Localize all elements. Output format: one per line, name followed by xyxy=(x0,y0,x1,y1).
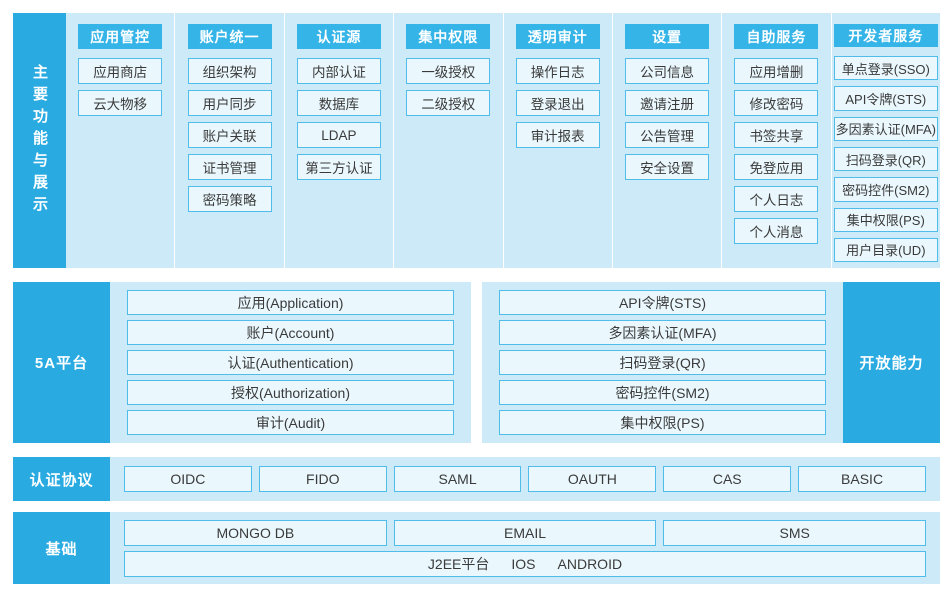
main-functions-section: 主要功能与展示 应用管控应用商店云大物移账户统一组织架构用户同步账户关联证书管理… xyxy=(13,13,940,268)
platform-5a-item-3[interactable]: 认证(Authentication) xyxy=(127,350,454,375)
platform-5a-side-label: 5A平台 xyxy=(13,282,110,443)
infrastructure-platforms-cell: J2EE平台 IOS ANDROID xyxy=(124,550,926,577)
protocol-side-label: 认证协议 xyxy=(13,457,110,501)
platform-open-item-5[interactable]: 集中权限(PS) xyxy=(499,410,826,435)
platform-section: 5A平台 应用(Application) 账户(Account) 认证(Authen… xyxy=(13,282,940,443)
function-item-3-2[interactable]: 数据库 xyxy=(296,90,381,116)
function-item-2-1[interactable]: 组织架构 xyxy=(187,58,272,84)
function-column-header-8[interactable]: 开发者服务 xyxy=(833,24,938,48)
function-column-3: 认证源内部认证数据库 LDAP 第三方认证 xyxy=(285,13,395,268)
function-column-8: 开发者服务单点登录(SSO) API令牌(STS) 多因素认证(MFA) 扫码登录(Q… xyxy=(832,13,940,268)
function-column-4: 集中权限一级授权二级授权 xyxy=(394,13,504,268)
infrastructure-side-label: 基础 xyxy=(13,512,110,584)
platform-5a-item-1[interactable]: 应用(Application) xyxy=(127,290,454,315)
function-item-4-1[interactable]: 一级授权 xyxy=(406,58,491,84)
function-item-6-1[interactable]: 公司信息 xyxy=(625,58,710,84)
function-item-8-2[interactable]: API令牌(STS) xyxy=(833,86,938,111)
function-item-3-1[interactable]: 内部认证 xyxy=(296,58,381,84)
function-item-8-3[interactable]: 多因素认证(MFA) xyxy=(833,116,938,141)
infrastructure-item-2[interactable]: EMAIL xyxy=(393,519,657,546)
infrastructure-platform-1[interactable]: J2EE平台 xyxy=(427,555,490,572)
infrastructure-bottom-items: J2EE平台 IOS ANDROID xyxy=(124,550,926,577)
function-item-8-4[interactable]: 扫码登录(QR) xyxy=(833,146,938,172)
function-item-7-6[interactable]: 个人消息 xyxy=(734,218,819,244)
function-item-6-3[interactable]: 公告管理 xyxy=(625,122,710,148)
infrastructure-platform-2[interactable]: IOS xyxy=(511,555,536,572)
function-column-5: 透明审计操作日志登录退出审计报表 xyxy=(504,13,613,268)
platform-open-item-4[interactable]: 密码控件(SM2) xyxy=(499,380,826,405)
platform-5a-items: 应用(Application) 账户(Account) 认证(Authenticat… xyxy=(110,282,471,443)
function-item-6-4[interactable]: 安全设置 xyxy=(625,154,710,180)
platform-5a-item-5[interactable]: 审计(Audit) xyxy=(127,410,454,435)
function-item-1-1[interactable]: 应用商店 xyxy=(78,58,163,84)
function-item-7-3[interactable]: 书签共享 xyxy=(734,122,819,148)
main-functions-columns: 应用管控应用商店云大物移账户统一组织架构用户同步账户关联证书管理密码策略认证源内… xyxy=(66,13,940,268)
function-column-1: 应用管控应用商店云大物移 xyxy=(66,13,176,268)
platform-open-items: API令牌(STS) 多因素认证(MFA) 扫码登录(QR) 密码控件(SM2) 集中权… xyxy=(482,282,843,443)
function-column-header-6[interactable]: 设置 xyxy=(625,24,710,49)
protocol-item-3[interactable]: SAML xyxy=(393,466,522,492)
platform-5a-panel: 5A平台 应用(Application) 账户(Account) 认证(Authen… xyxy=(13,282,471,443)
function-item-8-5[interactable]: 密码控件(SM2) xyxy=(833,177,938,202)
protocol-item-2[interactable]: FIDO xyxy=(258,466,387,492)
platform-open-item-2[interactable]: 多因素认证(MFA) xyxy=(499,320,826,345)
platform-open-item-1[interactable]: API令牌(STS) xyxy=(499,290,826,315)
function-item-2-5[interactable]: 密码策略 xyxy=(187,186,272,212)
infrastructure-item-1[interactable]: MONGO DB xyxy=(124,519,387,546)
function-item-7-1[interactable]: 应用增删 xyxy=(734,58,819,84)
platform-open-side-label: 开放能力 xyxy=(843,282,940,443)
platform-open-item-3[interactable]: 扫码登录(QR) xyxy=(499,350,826,375)
function-column-header-7[interactable]: 自助服务 xyxy=(734,24,819,49)
function-column-header-1[interactable]: 应用管控 xyxy=(78,24,163,49)
function-item-3-3[interactable]: LDAP xyxy=(296,122,381,148)
function-item-5-1[interactable]: 操作日志 xyxy=(515,58,600,84)
function-column-header-3[interactable]: 认证源 xyxy=(296,24,381,49)
function-item-4-2[interactable]: 二级授权 xyxy=(406,90,491,116)
main-functions-side-label: 主要功能与展示 xyxy=(13,13,66,268)
function-item-7-2[interactable]: 修改密码 xyxy=(734,90,819,116)
function-item-2-4[interactable]: 证书管理 xyxy=(187,154,272,180)
function-item-5-3[interactable]: 审计报表 xyxy=(515,122,600,148)
protocol-item-6[interactable]: BASIC xyxy=(798,466,926,492)
platform-5a-item-2[interactable]: 账户(Account) xyxy=(127,320,454,345)
function-item-2-2[interactable]: 用户同步 xyxy=(187,90,272,116)
function-item-2-3[interactable]: 账户关联 xyxy=(187,122,272,148)
platform-5a-item-4[interactable]: 授权(Authorization) xyxy=(127,380,454,405)
function-item-7-5[interactable]: 个人日志 xyxy=(734,186,819,212)
function-item-5-2[interactable]: 登录退出 xyxy=(515,90,600,116)
function-column-6: 设置公司信息邀请注册公告管理安全设置 xyxy=(613,13,723,268)
function-item-8-6[interactable]: 集中权限(PS) xyxy=(833,207,938,232)
protocol-item-5[interactable]: CAS xyxy=(663,466,792,492)
function-column-header-2[interactable]: 账户统一 xyxy=(187,24,272,49)
function-column-header-4[interactable]: 集中权限 xyxy=(406,24,491,49)
protocol-item-1[interactable]: OIDC xyxy=(124,466,252,492)
function-item-6-2[interactable]: 邀请注册 xyxy=(625,90,710,116)
platform-open-panel: API令牌(STS) 多因素认证(MFA) 扫码登录(QR) 密码控件(SM2) 集中权… xyxy=(482,282,940,443)
function-item-3-4[interactable]: 第三方认证 xyxy=(296,154,381,180)
infrastructure-platform-3[interactable]: ANDROID xyxy=(557,555,623,572)
function-item-8-1[interactable]: 单点登录(SSO) xyxy=(833,56,938,81)
protocol-item-4[interactable]: OAUTH xyxy=(528,466,657,492)
infrastructure-item-3[interactable]: SMS xyxy=(663,519,927,546)
function-item-1-2[interactable]: 云大物移 xyxy=(78,90,163,116)
function-item-8-7[interactable]: 用户目录(UD) xyxy=(833,237,938,263)
function-column-2: 账户统一组织架构用户同步账户关联证书管理密码策略 xyxy=(175,13,285,268)
function-column-header-5[interactable]: 透明审计 xyxy=(515,24,600,49)
function-column-7: 自助服务应用增删修改密码书签共享免登应用个人日志个人消息 xyxy=(722,13,832,268)
function-item-7-4[interactable]: 免登应用 xyxy=(734,154,819,180)
